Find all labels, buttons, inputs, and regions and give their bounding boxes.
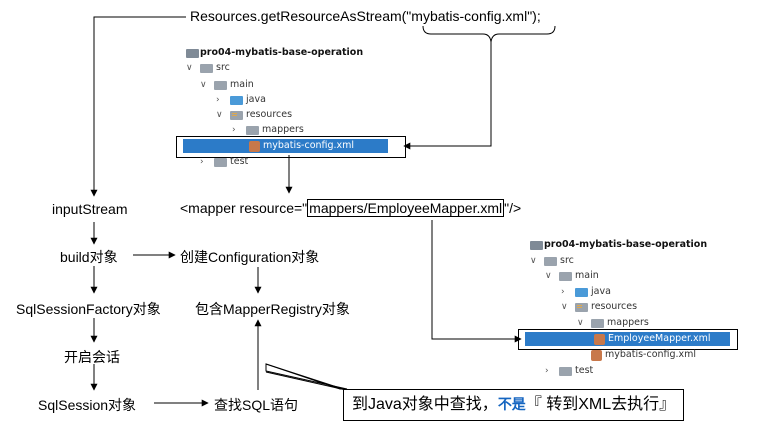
project-folder-icon: [530, 241, 543, 250]
chevron-down-icon[interactable]: ∨: [577, 318, 584, 328]
folder-icon: [591, 319, 604, 328]
sqlsessionfactory-label: SqlSessionFactory对象: [16, 301, 161, 317]
chevron-right-icon[interactable]: ›: [561, 287, 565, 297]
get-resource-code: Resources.getResourceAsStream("mybatis-c…: [190, 8, 541, 24]
folder-icon: [214, 158, 227, 167]
mapper-suffix: "/>: [504, 200, 522, 216]
tree1-config-label: mybatis-config.xml: [263, 140, 355, 151]
folder-icon: [246, 126, 259, 135]
xml-file-icon: [249, 141, 260, 152]
tree2-mappers-row[interactable]: ∨ mappers: [577, 316, 649, 330]
tree1-test-row[interactable]: › test: [200, 155, 248, 169]
sqlsession-label: SqlSession对象: [38, 397, 137, 413]
tree2-src-row[interactable]: ∨ src: [530, 254, 574, 268]
tree1-main-label: main: [230, 79, 254, 90]
tree1-project-label: pro04-mybatis-base-operation: [200, 47, 364, 58]
mapper-resource-value: mappers/EmployeeMapper.xml: [307, 199, 505, 217]
tree2-resources-row[interactable]: ∨ resources: [561, 300, 637, 314]
getresource-to-inputstream-arrow: [90, 16, 186, 197]
folder-icon: [214, 81, 227, 90]
tree2-java-row[interactable]: › java: [561, 285, 611, 299]
chevron-down-icon[interactable]: ∨: [200, 80, 207, 90]
find-sql-label: 查找SQL语句: [214, 397, 299, 413]
resources-folder-icon: [230, 111, 243, 120]
project-folder-icon: [186, 49, 199, 58]
tree2-test-label: test: [575, 365, 594, 376]
folder-icon: [559, 367, 572, 376]
source-folder-icon: [230, 96, 243, 105]
chevron-right-icon[interactable]: ›: [232, 125, 236, 135]
mapper-to-employeemapper-arrow: [431, 220, 522, 343]
tree1-resources-label: resources: [246, 109, 293, 120]
tree1-project-row[interactable]: pro04-mybatis-base-operation: [186, 46, 363, 60]
tree1-src-label: src: [216, 62, 230, 73]
xml-file-icon: [594, 334, 605, 345]
callout-note: 到Java对象中查找，不是『 转到XML去执行』: [343, 389, 685, 421]
tree1-src-row[interactable]: ∨ src: [186, 61, 230, 75]
tree2-main-row[interactable]: ∨ main: [545, 269, 599, 283]
chevron-down-icon[interactable]: ∨: [186, 63, 193, 73]
tree2-config-label: mybatis-config.xml: [605, 349, 697, 360]
tree1-resources-row[interactable]: ∨ resources: [216, 108, 292, 122]
resources-folder-icon: [575, 303, 588, 312]
tree2-config-row[interactable]: mybatis-config.xml: [577, 348, 696, 362]
callout-suffix: 『 转到XML去执行』: [525, 396, 676, 413]
mapper-resource-code: <mapper resource="mappers/EmployeeMapper…: [180, 199, 522, 217]
mapper-prefix: <mapper resource=": [180, 200, 308, 216]
folder-icon: [544, 257, 557, 266]
tree2-java-label: java: [591, 286, 611, 297]
tree2-mappers-label: mappers: [607, 317, 649, 328]
tree2-src-label: src: [560, 255, 574, 266]
build-label: build对象: [60, 249, 118, 265]
tree1-java-label: java: [246, 94, 266, 105]
tree1-mappers-label: mappers: [262, 124, 304, 135]
chevron-right-icon[interactable]: ›: [216, 95, 220, 105]
tree1-test-label: test: [230, 156, 249, 167]
tree2-employeemapper-label: EmployeeMapper.xml: [608, 333, 711, 344]
tree2-project-row[interactable]: pro04-mybatis-base-operation: [530, 238, 707, 252]
tree1-mappers-row[interactable]: › mappers: [232, 123, 304, 137]
tree1-java-row[interactable]: › java: [216, 93, 266, 107]
chevron-down-icon[interactable]: ∨: [216, 110, 223, 120]
source-folder-icon: [575, 288, 588, 297]
tree2-project-label: pro04-mybatis-base-operation: [544, 239, 708, 250]
chevron-down-icon[interactable]: ∨: [530, 256, 537, 266]
chevron-right-icon[interactable]: ›: [545, 366, 549, 376]
brace-to-config-file-arrow: [403, 42, 492, 150]
tree2-test-row[interactable]: › test: [545, 364, 593, 378]
tree2-employeemapper-row[interactable]: EmployeeMapper.xml: [525, 332, 730, 346]
mapperregistry-label: 包含MapperRegistry对象: [195, 301, 350, 317]
folder-icon: [559, 272, 572, 281]
config-file-frame: [176, 136, 406, 158]
xml-file-icon: [591, 350, 602, 361]
folder-icon: [200, 64, 213, 73]
tree1-main-row[interactable]: ∨ main: [200, 78, 254, 92]
config-brace: [422, 25, 556, 43]
chevron-down-icon[interactable]: ∨: [561, 302, 568, 312]
chevron-down-icon[interactable]: ∨: [545, 271, 552, 281]
chevron-right-icon[interactable]: ›: [200, 157, 204, 167]
employeemapper-file-frame: [518, 329, 738, 350]
tree2-resources-label: resources: [591, 301, 638, 312]
inputstream-label: inputStream: [52, 201, 128, 217]
create-configuration-label: 创建Configuration对象: [180, 249, 320, 265]
open-session-label: 开启会话: [64, 349, 120, 365]
tree2-main-label: main: [575, 270, 599, 281]
callout-highlight: 不是: [497, 397, 526, 413]
callout-prefix: 到Java对象中查找，: [352, 396, 498, 413]
tree1-config-row[interactable]: mybatis-config.xml: [183, 139, 388, 153]
